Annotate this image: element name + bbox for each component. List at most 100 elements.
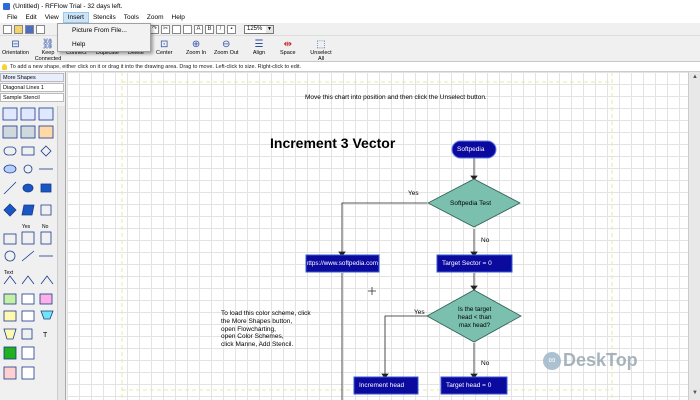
canvas-scrollbar[interactable]: ▲ ▼ <box>688 72 700 400</box>
menu-tools[interactable]: Tools <box>123 14 139 21</box>
paste-icon[interactable] <box>183 24 192 34</box>
bold-icon[interactable]: B <box>205 24 214 34</box>
target-sector-box[interactable] <box>436 254 513 273</box>
decision-target-head[interactable] <box>426 289 522 343</box>
scroll-up-icon[interactable]: ▲ <box>692 74 698 80</box>
align-icon: ☰ <box>254 38 264 50</box>
note-line: open Flowcharting, <box>221 325 276 333</box>
fill-icon[interactable]: ▪ <box>227 24 236 34</box>
connect-label: Connect <box>66 50 87 56</box>
menu-help[interactable]: Help <box>171 14 185 21</box>
stencil-sample[interactable]: Sample Stencil <box>0 93 64 102</box>
keep-connected-icon: ⛓ <box>41 38 55 50</box>
menu-file[interactable]: File <box>7 14 18 21</box>
decision-softpedia-test[interactable] <box>427 178 521 228</box>
save-icon[interactable] <box>25 24 34 34</box>
chart-title: Increment 3 Vector <box>270 135 396 151</box>
orientation-label: Orientation <box>2 50 29 56</box>
align-button[interactable]: ☰ Align <box>252 38 266 57</box>
zoom-in-button[interactable]: ⊕ Zoom In <box>186 38 207 57</box>
stencil-shapes[interactable]: Yes No Text T <box>1 106 63 400</box>
watermark-text: DeskTop <box>563 350 638 370</box>
stencil-no-label: No <box>42 224 49 230</box>
stencil-text-label: Text <box>4 270 14 276</box>
menu-bar: File Edit View Insert Stencils Tools Zoo… <box>0 12 700 23</box>
target-head-label: Target head = 0 <box>446 382 492 389</box>
zoom-select[interactable]: 125% ▼ <box>244 25 274 34</box>
watermark-logo-icon: ∞ <box>543 351 561 370</box>
insert-dropdown: Picture From File... Help <box>57 23 151 52</box>
crosshair-icon <box>368 287 376 295</box>
stencil-t-label: T <box>43 332 48 339</box>
new-icon[interactable] <box>3 24 12 34</box>
hint-bar: To add a new shape, either click on it o… <box>0 62 700 72</box>
sample-stencil-label: Sample Stencil <box>3 95 40 101</box>
menu-zoom[interactable]: Zoom <box>146 14 164 21</box>
decision-target-head-line1: Is the target <box>458 306 492 313</box>
diagonal-lines-label: Diagonal Lines 1 <box>3 85 44 91</box>
center-icon: ⊡ <box>160 38 169 50</box>
zoom-in-label: Zoom In <box>186 50 207 56</box>
menu-edit[interactable]: Edit <box>25 14 37 21</box>
standard-toolbar: ↶ ↷ ✂ A B / ▪ <box>0 23 700 36</box>
more-shapes-button[interactable]: More Shapes <box>0 73 64 82</box>
no-label-2: No <box>481 360 490 367</box>
target-sector-label: Target Sector = 0 <box>442 260 492 267</box>
increment-head-label: Increment head <box>359 382 405 389</box>
keep-connected-label: Keep Connected <box>34 50 62 62</box>
stencil-scrollbar[interactable] <box>57 106 65 400</box>
start-terminal[interactable] <box>451 140 497 159</box>
cut-icon[interactable]: ✂ <box>161 24 170 34</box>
menu-view[interactable]: View <box>44 14 59 21</box>
target-head-box[interactable] <box>440 376 508 395</box>
zoom-in-icon: ⊕ <box>191 38 201 50</box>
menu-insert[interactable]: Insert <box>62 12 89 23</box>
space-button[interactable]: ⇹ Space <box>280 38 296 57</box>
watermark: ∞ DeskTop <box>543 350 638 371</box>
menu-item-help[interactable]: Help <box>72 41 86 48</box>
menu-item-picture-from-file[interactable]: Picture From File... <box>72 27 127 34</box>
space-label: Space <box>280 50 296 56</box>
keep-connected-button[interactable]: ⛓ Keep Connected <box>34 38 62 63</box>
lightbulb-icon <box>2 64 7 70</box>
print-icon[interactable] <box>36 24 45 34</box>
center-button[interactable]: ⊡ Center <box>156 38 173 57</box>
decision-target-head-line3: max head? <box>459 322 491 329</box>
zoom-out-icon: ⊖ <box>222 38 231 50</box>
delete-label: Delete <box>128 50 144 56</box>
flowchart <box>121 72 613 400</box>
no-label-1: No <box>481 237 490 244</box>
link-process-box[interactable] <box>305 254 380 273</box>
link-process-label: https://www.softpedia.com <box>307 260 378 267</box>
duplicate-label: Duplicate <box>96 50 119 56</box>
center-label: Center <box>156 50 173 56</box>
app-icon <box>3 2 10 10</box>
note-line: To load this color scheme, click <box>221 310 311 317</box>
zoom-value: 125% <box>247 26 263 32</box>
menu-stencils[interactable]: Stencils <box>92 14 116 21</box>
note-line: the More Shapes button, <box>221 317 293 325</box>
stencil-panel: More Shapes Diagonal Lines 1 Sample Sten… <box>0 72 66 400</box>
start-terminal-label: Softpedia <box>457 146 485 153</box>
stencil-diagonal-lines[interactable]: Diagonal Lines 1 <box>0 83 64 92</box>
orientation-icon: ⊟ <box>11 38 20 50</box>
more-shapes-label: More Shapes <box>3 75 36 81</box>
zoom-out-button[interactable]: ⊖ Zoom Out <box>214 38 238 57</box>
increment-head-box[interactable] <box>353 376 419 395</box>
space-icon: ⇹ <box>283 38 292 50</box>
copy-icon[interactable] <box>172 24 181 34</box>
line-icon[interactable]: / <box>216 24 225 34</box>
font-icon[interactable]: A <box>194 24 203 34</box>
redo-icon[interactable]: ↷ <box>150 24 159 34</box>
open-icon[interactable] <box>14 24 23 34</box>
decision-softpedia-test-label: Softpedia Test <box>450 200 492 207</box>
note-line: click Manne, Add Stencil. <box>221 341 294 349</box>
stencil-yes-label: Yes <box>22 224 31 230</box>
unselect-all-button[interactable]: ⬚ Unselect All <box>308 38 334 63</box>
canvas-instruction: Move this chart into position and then c… <box>305 94 487 101</box>
scroll-down-icon[interactable]: ▼ <box>692 390 698 396</box>
yes-label-1: Yes <box>408 190 419 197</box>
drawing-canvas[interactable]: Move this chart into position and then c… <box>67 72 688 400</box>
decision-target-head-line2: head < than <box>458 314 492 321</box>
orientation-button[interactable]: ⊟ Orientation <box>2 38 29 57</box>
